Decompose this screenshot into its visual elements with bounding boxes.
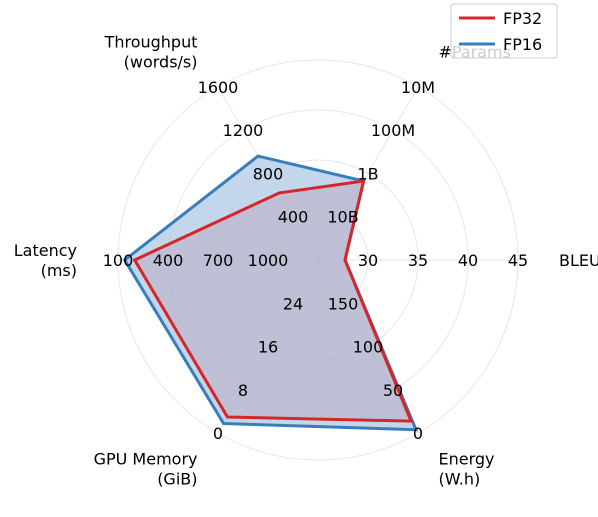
- series-line-fp32: [132, 179, 414, 423]
- tick-label-energy-w-h-3: 50: [383, 381, 403, 400]
- tick-label-params-1: 10B: [327, 208, 358, 227]
- tick-label-throughput-words-s-2: 800: [253, 164, 284, 183]
- legend-label-fp16: FP16: [503, 35, 542, 54]
- legend-label-fp32: FP32: [503, 9, 542, 28]
- tick-label-latency-ms-2: 700: [203, 251, 234, 270]
- axis-label-bleu: BLEU: [559, 251, 598, 270]
- tick-label-params-3: 100M: [371, 121, 415, 140]
- tick-label-throughput-words-s-3: 1200: [223, 121, 264, 140]
- tick-label-bleu-1: 30: [358, 251, 378, 270]
- tick-label-throughput-words-s-4: 1600: [198, 78, 239, 97]
- axis-label-energy-w-h: Energy(W.h): [439, 450, 495, 489]
- tick-label-gpu-memory-gib-2: 16: [258, 338, 278, 357]
- axis-label-gpu-memory-gib: GPU Memory(GiB): [94, 450, 198, 489]
- tick-label-throughput-words-s-1: 400: [278, 208, 309, 227]
- tick-label-gpu-memory-gib-4: 0: [213, 424, 223, 443]
- axis-label-throughput-words-s: Throughput(words/s): [104, 32, 198, 71]
- tick-label-energy-w-h-4: 0: [413, 424, 423, 443]
- axis-label-latency-ms: Latency(ms): [14, 241, 77, 280]
- radar-axis-labels: BLEU#ParamsThroughput(words/s)Latency(ms…: [14, 32, 598, 488]
- tick-label-bleu-4: 45: [508, 251, 528, 270]
- tick-label-energy-w-h-2: 100: [353, 338, 384, 357]
- tick-label-bleu-2: 35: [408, 251, 428, 270]
- tick-label-gpu-memory-gib-3: 8: [238, 381, 248, 400]
- tick-label-bleu-3: 40: [458, 251, 478, 270]
- tick-label-energy-w-h-1: 150: [328, 294, 359, 313]
- tick-label-gpu-memory-gib-1: 24: [283, 294, 303, 313]
- series-area-fp16: [124, 156, 416, 430]
- tick-label-latency-ms-1: 1000: [248, 251, 289, 270]
- legend: FP32 FP16: [450, 3, 558, 59]
- tick-label-latency-ms-3: 400: [153, 251, 184, 270]
- tick-label-params-2: 1B: [357, 164, 378, 183]
- tick-label-latency-ms-4: 100: [103, 251, 134, 270]
- tick-label-params-4: 10M: [401, 78, 435, 97]
- radar-series: [122, 154, 419, 432]
